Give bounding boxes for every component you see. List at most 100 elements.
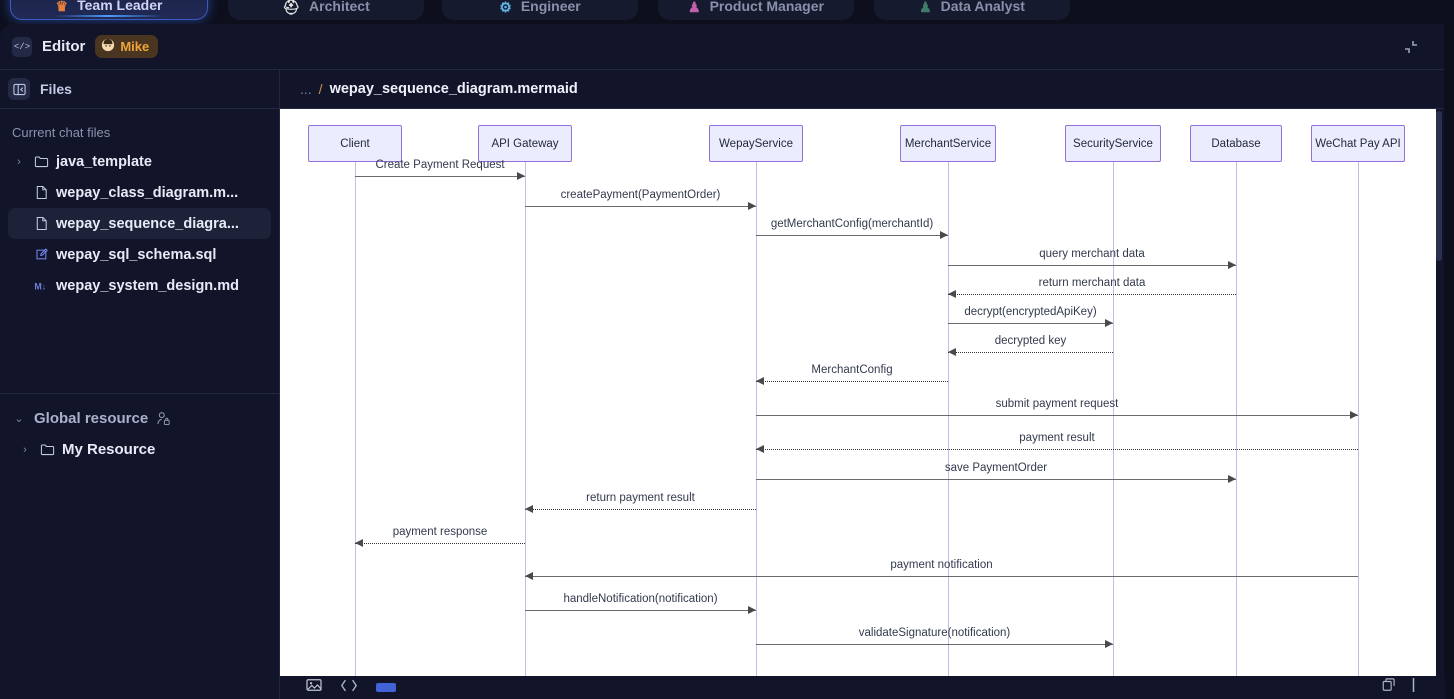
role-tab-product-manager[interactable]: ♟Product Manager bbox=[658, 0, 854, 20]
message-arrowhead bbox=[948, 290, 956, 298]
message-label: decrypt(encryptedApiKey) bbox=[964, 306, 1097, 318]
current-chat-files-title: Current chat files bbox=[12, 125, 111, 140]
role-tab-team-leader[interactable]: ♛Team Leader bbox=[10, 0, 208, 20]
participant-box[interactable]: API Gateway bbox=[478, 125, 572, 162]
message-line bbox=[948, 323, 1113, 324]
sequence-diagram: Client API Gateway WepayService MerchantSer… bbox=[280, 109, 1436, 677]
file-name: wepay_sequence_diagra... bbox=[56, 215, 239, 232]
message-line bbox=[355, 176, 525, 177]
chevron-right-icon[interactable]: › bbox=[17, 155, 21, 168]
person-avatar-icon bbox=[101, 38, 115, 55]
folder-icon bbox=[34, 156, 48, 168]
view-mode-chip[interactable] bbox=[376, 683, 396, 692]
code-brackets-icon[interactable] bbox=[340, 679, 358, 697]
editor-window: </> Editor Mike bbox=[0, 24, 1445, 699]
user-chip[interactable]: Mike bbox=[95, 35, 159, 58]
role-tab-engineer[interactable]: ⚙Engineer bbox=[442, 0, 638, 20]
global-resource-label: Global resource bbox=[34, 409, 149, 427]
folder-icon bbox=[40, 444, 54, 456]
chevron-down-icon[interactable]: ⌄ bbox=[14, 412, 24, 425]
message-line bbox=[525, 206, 756, 207]
message-arrowhead bbox=[1228, 261, 1236, 269]
file-icon bbox=[36, 216, 47, 231]
file-tree-item[interactable]: ›wepay_sql_schema.sql bbox=[8, 239, 271, 270]
message-line bbox=[948, 265, 1236, 266]
participant-box[interactable]: Client bbox=[308, 125, 402, 162]
role-tab-strip: ♛Team Leader ⛑Architect ⚙Engineer ♟Product … bbox=[0, 0, 1454, 24]
role-tab-data-analyst[interactable]: ♟ Data Analyst bbox=[874, 0, 1070, 20]
person-lock-icon bbox=[156, 411, 171, 426]
participant-box[interactable]: WeChat Pay API bbox=[1311, 125, 1405, 162]
file-name: wepay_class_diagram.m... bbox=[56, 184, 239, 201]
image-icon[interactable] bbox=[306, 678, 322, 697]
message-label: query merchant data bbox=[1039, 248, 1145, 260]
role-tab-label: Team Leader bbox=[77, 0, 163, 13]
message-label: MerchantConfig bbox=[811, 364, 893, 376]
sql-file-icon bbox=[35, 248, 48, 260]
message-arrowhead bbox=[517, 172, 525, 180]
panel-toggle-icon[interactable] bbox=[8, 78, 30, 100]
participant-box[interactable]: SecurityService bbox=[1065, 125, 1161, 162]
files-label: Files bbox=[40, 81, 72, 97]
file-icon-wrap bbox=[32, 216, 50, 231]
message-arrowhead bbox=[1350, 411, 1358, 419]
breadcrumb-separator: / bbox=[318, 81, 323, 97]
active-tab-underline bbox=[54, 15, 164, 17]
message-line bbox=[756, 235, 948, 236]
file-tree-item[interactable]: ›wepay_sequence_diagra... bbox=[8, 208, 271, 239]
lifeline bbox=[948, 162, 949, 677]
message-label: createPayment(PaymentOrder) bbox=[560, 189, 721, 201]
message-arrowhead bbox=[948, 348, 956, 356]
role-tab-label: Architect bbox=[309, 0, 370, 14]
message-label: handleNotification(notification) bbox=[563, 593, 718, 605]
file-tree-item[interactable]: ›M↓wepay_system_design.md bbox=[8, 270, 271, 301]
gear-icon: ⚙ bbox=[499, 0, 512, 15]
vertical-scrollbar[interactable] bbox=[1436, 111, 1442, 261]
message-label: save PaymentOrder bbox=[944, 462, 1048, 474]
message-arrowhead bbox=[1105, 640, 1113, 648]
chart-icon: ♟ bbox=[919, 0, 932, 15]
file-tree-item[interactable]: ›wepay_class_diagram.m... bbox=[8, 177, 271, 208]
message-arrowhead bbox=[1228, 475, 1236, 483]
message-line bbox=[756, 415, 1358, 416]
message-line bbox=[756, 449, 1358, 450]
editor-header: </> Editor Mike bbox=[0, 24, 1444, 69]
files-sidebar: Files Current chat files ›java_template›… bbox=[0, 69, 279, 699]
message-arrowhead bbox=[525, 572, 533, 580]
breadcrumb-ellipsis[interactable]: ... bbox=[300, 81, 312, 97]
global-resource-item[interactable]: ›My Resource bbox=[8, 434, 271, 465]
participant-box[interactable]: MerchantService bbox=[900, 125, 996, 162]
message-arrowhead bbox=[355, 539, 363, 547]
role-tab-label: Data Analyst bbox=[940, 0, 1025, 14]
message-line bbox=[948, 352, 1113, 353]
message-label: return merchant data bbox=[1038, 277, 1146, 289]
file-icon-wrap: M↓ bbox=[32, 278, 50, 293]
message-arrowhead bbox=[1105, 319, 1113, 327]
global-resource-header[interactable]: ⌄ Global resource bbox=[8, 402, 279, 434]
file-name: wepay_system_design.md bbox=[56, 277, 239, 294]
files-header[interactable]: Files bbox=[0, 70, 279, 109]
participant-box[interactable]: WepayService bbox=[709, 125, 803, 162]
file-icon-wrap bbox=[32, 247, 50, 262]
collapse-panel-icon[interactable] bbox=[1400, 36, 1422, 58]
participant-box[interactable]: Database bbox=[1190, 125, 1282, 162]
message-label: payment notification bbox=[890, 559, 993, 571]
message-line bbox=[525, 509, 756, 510]
lifeline bbox=[1236, 162, 1237, 677]
message-label: getMerchantConfig(merchantId) bbox=[770, 218, 934, 230]
message-line bbox=[756, 381, 948, 382]
lifeline bbox=[1358, 162, 1359, 677]
markdown-icon: M↓ bbox=[34, 281, 46, 291]
global-resource-tree: ›My Resource bbox=[0, 434, 279, 465]
chevron-right-icon[interactable]: › bbox=[23, 443, 27, 456]
file-icon-wrap bbox=[38, 442, 56, 457]
copy-icon[interactable] bbox=[1381, 678, 1396, 697]
message-label: Create Payment Request bbox=[375, 159, 505, 171]
message-label: payment result bbox=[1019, 432, 1095, 444]
file-tree-item[interactable]: ›java_template bbox=[8, 146, 271, 177]
role-tab-architect[interactable]: ⛑Architect bbox=[228, 0, 424, 20]
user-name: Mike bbox=[120, 39, 150, 54]
file-tree: ›java_template›wepay_class_diagram.m...›… bbox=[0, 146, 279, 301]
diagram-canvas[interactable]: Client API Gateway WepayService MerchantSer… bbox=[280, 109, 1436, 677]
breadcrumb: ... / wepay_sequence_diagram.mermaid bbox=[280, 70, 1444, 109]
